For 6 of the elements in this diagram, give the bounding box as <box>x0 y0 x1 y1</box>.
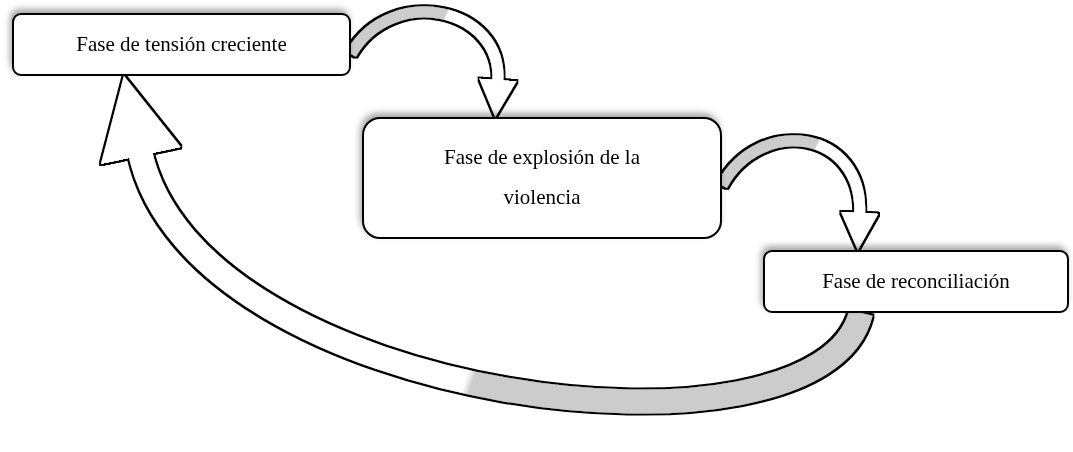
phase-box <box>763 250 1069 313</box>
phase-box <box>362 117 722 239</box>
phase-box <box>12 13 351 76</box>
phase-label: Fase de reconciliación <box>822 267 1010 295</box>
phase-label: Fase de explosión de la violencia <box>443 144 641 211</box>
phase-label: Fase de tensión creciente <box>76 30 287 58</box>
